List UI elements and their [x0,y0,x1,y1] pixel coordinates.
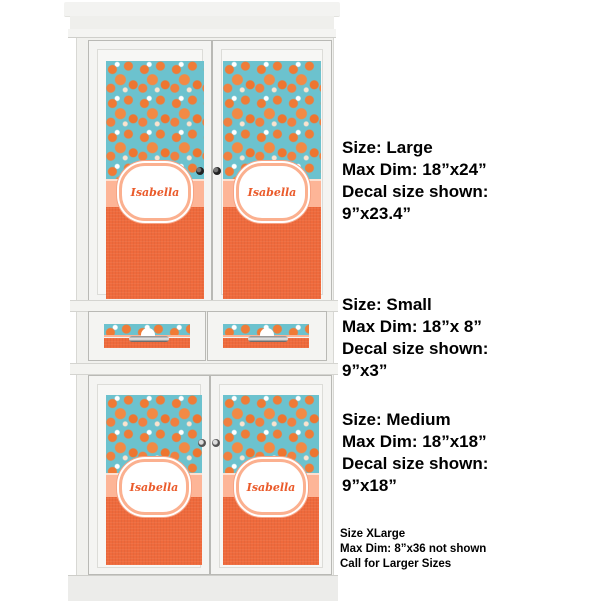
name-text: Isabella [246,480,296,494]
cabinet-base [68,575,338,601]
crown-molding [64,2,340,17]
lower-ledge [70,363,338,375]
name-text: Isabella [130,185,180,199]
upper-right-door[interactable]: Isabella [212,40,332,302]
spec-size: Size XLarge [340,528,406,540]
spec-note: Call for Larger Sizes [340,558,452,570]
spec-decal-value: 9”x3” [342,361,388,380]
spec-decal-label: Decal size shown: [342,454,489,473]
spec-size: Size: Small [342,295,432,314]
lower-left-knob[interactable] [198,439,206,447]
name-label: Isabella [119,459,189,515]
cabinet: Isabella Isabella [64,2,340,601]
fox-pattern [223,61,321,181]
lower-left-door[interactable]: Isabella [88,375,210,575]
spec-large: Size: Large Max Dim: 18”x24” Decal size … [342,137,488,225]
spec-decal-label: Decal size shown: [342,182,489,201]
crown-molding-lower [68,29,336,38]
medium-decal-left: Isabella [106,395,202,565]
lower-right-knob[interactable] [212,439,220,447]
name-label: Isabella [236,163,308,221]
name-label: Isabella [119,163,191,221]
spec-decal-value: 9”x18” [342,476,397,495]
orange-linen [223,207,321,299]
left-drawer[interactable] [88,311,206,361]
orange-linen [106,207,204,299]
spec-max-dim: Max Dim: 18”x 8” [342,317,482,336]
spec-max-dim: Max Dim: 18”x24” [342,160,487,179]
upper-left-door[interactable]: Isabella [88,40,212,302]
medium-decal-right: Isabella [223,395,319,565]
name-label: Isabella [236,459,306,515]
upper-right-knob[interactable] [213,167,221,175]
spec-decal-value: 9”x23.4” [342,204,411,223]
left-drawer-pull[interactable] [129,336,169,342]
orange-linen [104,338,190,348]
large-decal-left: Isabella [106,61,204,299]
upper-left-knob[interactable] [196,167,204,175]
spec-max-dim: Max Dim: 18”x18” [342,432,487,451]
name-text: Isabella [247,185,297,199]
spec-size: Size: Large [342,138,433,157]
spec-decal-label: Decal size shown: [342,339,489,358]
spec-small: Size: Small Max Dim: 18”x 8” Decal size … [342,294,488,382]
fox-pattern [106,61,204,181]
large-decal-right: Isabella [223,61,321,299]
spec-medium: Size: Medium Max Dim: 18”x18” Decal size… [342,409,488,497]
lower-right-door[interactable]: Isabella [210,375,332,575]
spec-size: Size: Medium [342,410,451,429]
orange-linen [223,338,309,348]
crown-molding-middle [70,16,334,30]
right-drawer[interactable] [207,311,327,361]
right-drawer-pull[interactable] [248,336,288,342]
name-text: Isabella [129,480,179,494]
spec-max-dim: Max Dim: 8”x36 not shown [340,543,487,555]
spec-xlarge: Size XLarge Max Dim: 8”x36 not shown Cal… [340,527,486,572]
